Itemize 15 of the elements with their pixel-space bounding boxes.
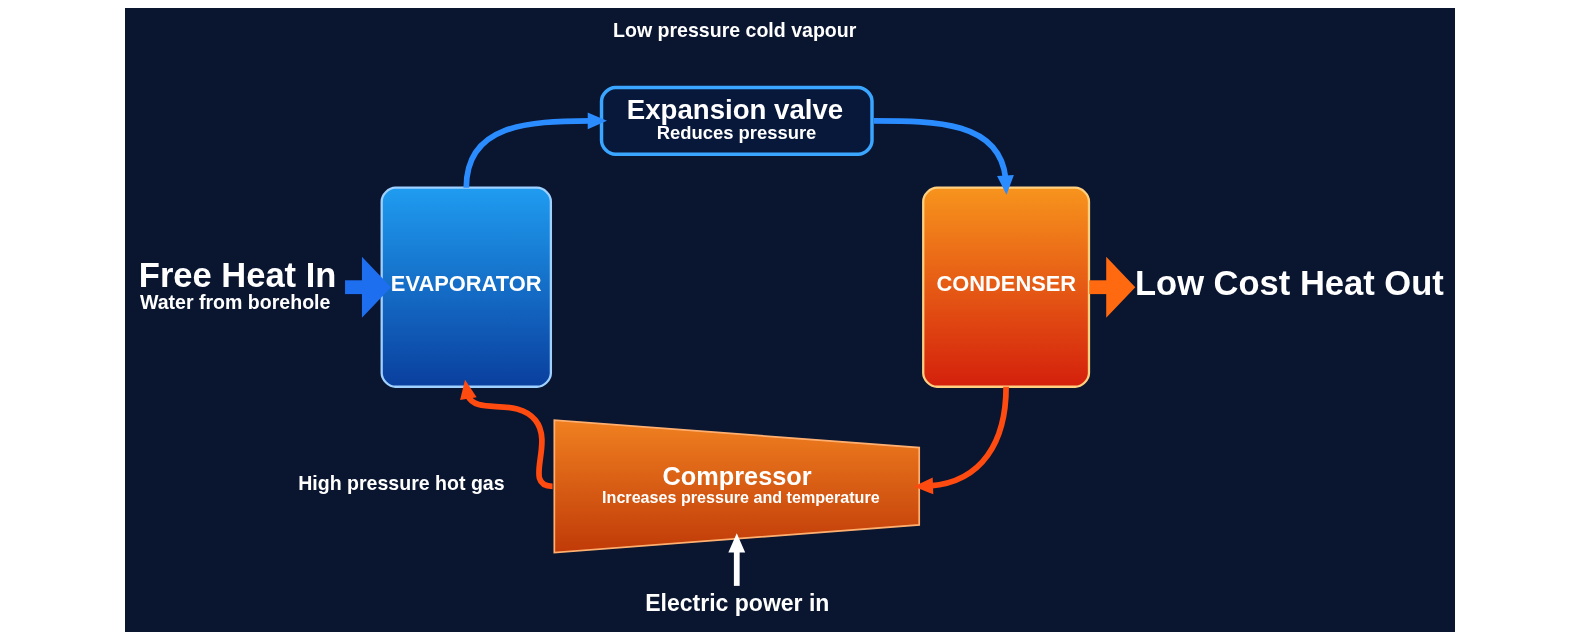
node-box: EVAPORATOR: [380, 186, 553, 388]
arrow: [1089, 256, 1136, 318]
arrow: [873, 118, 1014, 195]
arrow: [463, 112, 607, 188]
label: High pressure hot gas: [298, 471, 505, 494]
arrow: [728, 533, 746, 586]
arrow: [345, 256, 392, 318]
label: Low pressure cold vapour: [613, 18, 857, 41]
node-box: Expansion valve Reduces pressure: [599, 85, 874, 156]
arrow: [460, 379, 553, 490]
node-text: Free Heat In Water from borehole: [138, 255, 337, 314]
node-text: Electric power in: [645, 590, 830, 617]
node-text: Low Cost Heat Out: [1135, 263, 1444, 302]
arrow: [913, 386, 1009, 495]
node-box: CONDENSER: [922, 186, 1091, 388]
